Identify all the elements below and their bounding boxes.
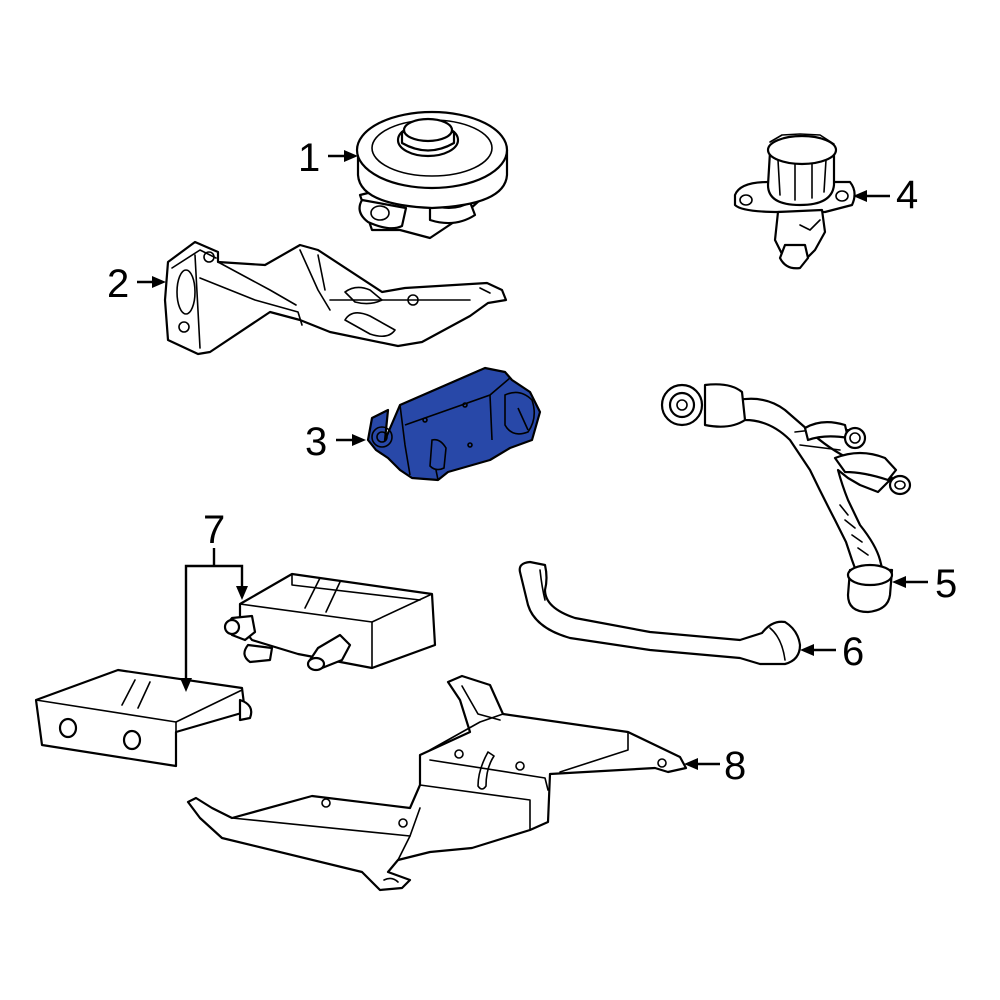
callout-7: 7: [203, 508, 225, 552]
arrow-4: [853, 190, 867, 202]
part-8-skid-plate[interactable]: [186, 674, 688, 892]
part-2-bracket[interactable]: [163, 240, 508, 356]
callout-4: 4: [896, 173, 918, 217]
arrow-8: [684, 758, 698, 770]
part-3-solenoid-highlighted[interactable]: [366, 366, 542, 482]
callout-2: 2: [107, 262, 129, 306]
part-7-canister-upper[interactable]: [223, 572, 437, 672]
part-7-canister-lower[interactable]: [34, 668, 253, 768]
callout-5: 5: [935, 562, 957, 606]
callout-8: 8: [724, 744, 746, 788]
part-5-tube-assembly[interactable]: [660, 383, 912, 614]
part-1-egr-valve[interactable]: [355, 110, 509, 240]
part-4-sensor[interactable]: [733, 133, 856, 270]
arrow-6: [800, 644, 814, 656]
arrow-7a: [180, 678, 192, 692]
part-6-hose[interactable]: [518, 560, 802, 666]
callout-labels: 1 2 3 4 5 6 7 8: [107, 136, 957, 788]
arrow-3: [352, 434, 366, 446]
callout-6: 6: [842, 630, 864, 674]
arrow-2: [152, 276, 166, 288]
arrow-1: [344, 150, 358, 162]
leader-lines: [137, 150, 928, 770]
callout-1: 1: [298, 136, 320, 180]
callout-3: 3: [305, 420, 327, 464]
leader-7-bracket: [184, 564, 244, 680]
arrow-7b: [236, 586, 248, 600]
arrow-5: [892, 576, 906, 588]
